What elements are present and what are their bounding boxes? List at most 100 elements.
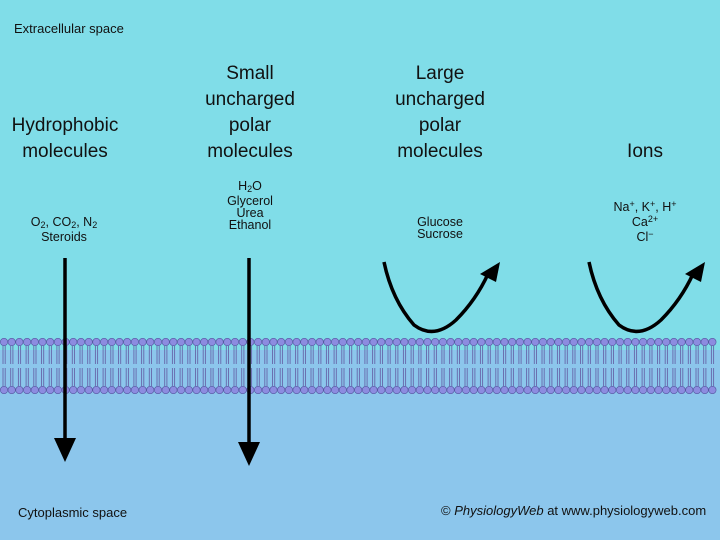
lipid-head bbox=[70, 386, 77, 393]
lipid-head bbox=[447, 386, 454, 393]
lipid-head bbox=[177, 386, 184, 393]
lipid-head bbox=[308, 338, 315, 345]
lipid-head bbox=[147, 338, 154, 345]
lipid-head bbox=[624, 338, 631, 345]
lipid-head bbox=[439, 386, 446, 393]
lipid-head bbox=[301, 386, 308, 393]
lipid-head bbox=[262, 386, 269, 393]
lipid-head bbox=[278, 338, 285, 345]
lipid-head bbox=[270, 386, 277, 393]
lipid-head bbox=[609, 338, 616, 345]
lipid-head bbox=[185, 386, 192, 393]
lipid-head bbox=[139, 338, 146, 345]
lipid-head bbox=[686, 386, 693, 393]
lipid-head bbox=[455, 338, 462, 345]
lipid-head bbox=[416, 338, 423, 345]
lipid-head bbox=[586, 386, 593, 393]
lipid-head bbox=[39, 386, 46, 393]
species-line: Ca2+ bbox=[613, 213, 676, 228]
heading-small-polar: Small uncharged polar molecules bbox=[205, 61, 295, 165]
lipid-head bbox=[408, 386, 415, 393]
lipid-head bbox=[701, 338, 708, 345]
lipid-head bbox=[16, 338, 23, 345]
credit-line: © PhysiologyWeb at www.physiologyweb.com bbox=[441, 503, 706, 518]
lipid-head bbox=[632, 338, 639, 345]
lipid-head bbox=[639, 386, 646, 393]
lipid-head bbox=[131, 386, 138, 393]
lipid-head bbox=[54, 386, 61, 393]
lipid-head bbox=[424, 338, 431, 345]
lipid-head bbox=[85, 338, 92, 345]
lipid-head bbox=[162, 386, 169, 393]
lipid-head bbox=[562, 386, 569, 393]
lipid-head bbox=[447, 338, 454, 345]
lipid-head bbox=[208, 338, 215, 345]
lipid-head bbox=[162, 338, 169, 345]
lipid-head bbox=[116, 386, 123, 393]
lipid-head bbox=[432, 338, 439, 345]
lipid-head bbox=[47, 338, 54, 345]
lipid-head bbox=[493, 386, 500, 393]
lipid-head bbox=[670, 338, 677, 345]
lipid-head bbox=[655, 386, 662, 393]
lipid-head bbox=[124, 338, 131, 345]
lipid-head bbox=[485, 386, 492, 393]
lipid-head bbox=[147, 386, 154, 393]
lipid-head bbox=[316, 386, 323, 393]
lipid-head bbox=[647, 338, 654, 345]
lipid-head bbox=[578, 386, 585, 393]
lipid-head bbox=[31, 338, 38, 345]
lipid-head bbox=[393, 386, 400, 393]
lipid-head bbox=[331, 338, 338, 345]
lipid-head bbox=[462, 386, 469, 393]
lipid-head bbox=[570, 338, 577, 345]
lipid-head bbox=[470, 386, 477, 393]
lipid-head bbox=[216, 386, 223, 393]
lipid-head bbox=[470, 338, 477, 345]
lipid-head bbox=[578, 338, 585, 345]
lipid-head bbox=[570, 386, 577, 393]
lipid-head bbox=[601, 338, 608, 345]
lipid-head bbox=[293, 386, 300, 393]
lipid-head bbox=[347, 338, 354, 345]
lipid-head bbox=[216, 338, 223, 345]
lipid-head bbox=[254, 338, 261, 345]
heading-hydrophobic: Hydrophobic molecules bbox=[12, 113, 119, 165]
lipid-head bbox=[647, 386, 654, 393]
lipid-head bbox=[54, 338, 61, 345]
lipid-head bbox=[501, 338, 508, 345]
lipid-head bbox=[124, 386, 131, 393]
lipid-head bbox=[201, 386, 208, 393]
lipid-head bbox=[239, 338, 246, 345]
lipid-head bbox=[339, 338, 346, 345]
lipid-head bbox=[100, 338, 107, 345]
lipid-head bbox=[108, 338, 115, 345]
lipid-head bbox=[601, 386, 608, 393]
lipid-head bbox=[170, 386, 177, 393]
lipid-head bbox=[355, 386, 362, 393]
lipid-head bbox=[362, 338, 369, 345]
lipid-head bbox=[362, 386, 369, 393]
lipid-head bbox=[39, 338, 46, 345]
lipid-head bbox=[254, 386, 261, 393]
credit-brand: PhysiologyWeb bbox=[454, 503, 543, 518]
lipid-head bbox=[177, 338, 184, 345]
lipid-head bbox=[701, 386, 708, 393]
lipid-head bbox=[193, 338, 200, 345]
lipid-head bbox=[478, 386, 485, 393]
lipid-head bbox=[393, 338, 400, 345]
lipid-head bbox=[239, 386, 246, 393]
species-line: Na+, K+, H+ bbox=[613, 198, 676, 213]
lipid-head bbox=[555, 338, 562, 345]
lipid-head bbox=[100, 386, 107, 393]
lipid-head bbox=[539, 386, 546, 393]
lipid-head bbox=[424, 386, 431, 393]
lipid-head bbox=[509, 386, 516, 393]
lipid-head bbox=[285, 338, 292, 345]
lipid-head bbox=[493, 338, 500, 345]
lipid-head bbox=[709, 386, 716, 393]
